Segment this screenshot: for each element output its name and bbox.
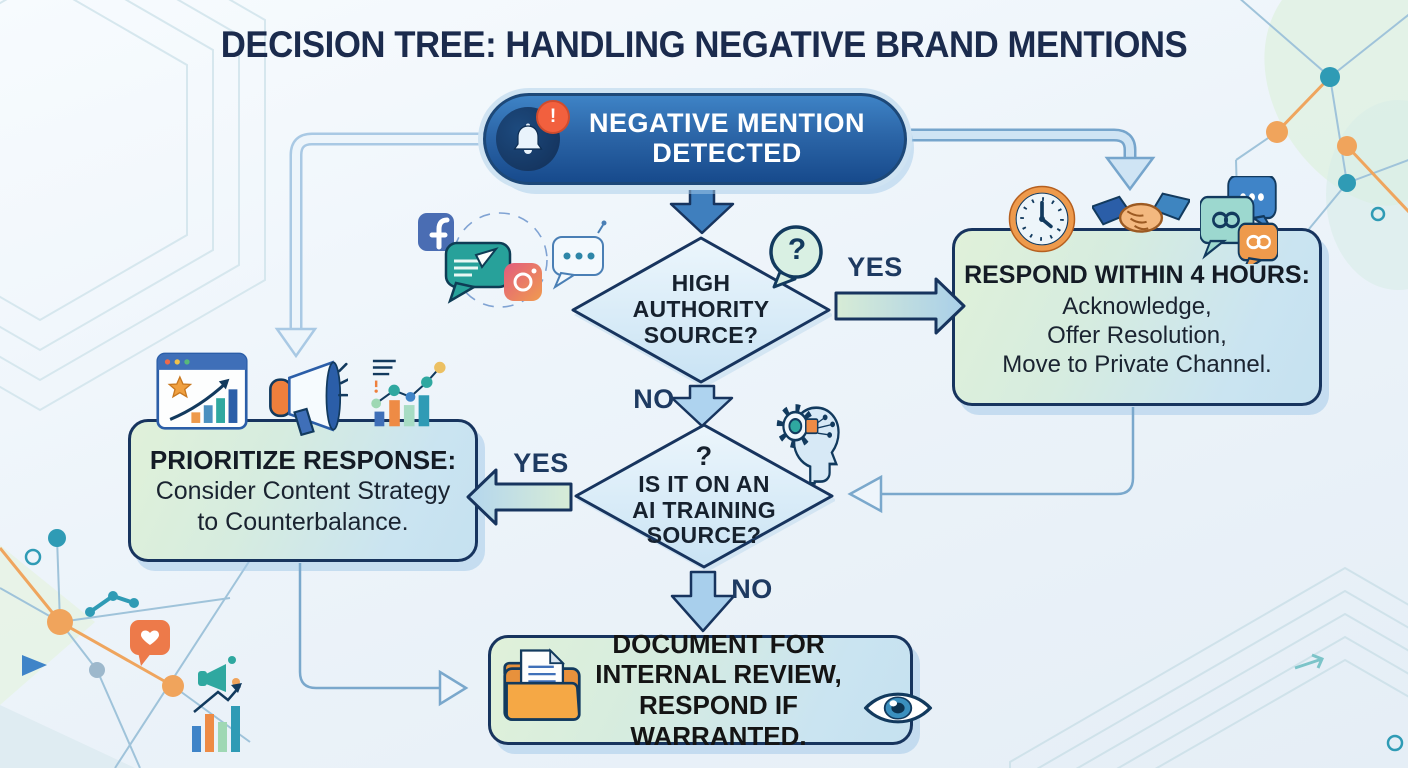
- question-bubble-mark: ?: [787, 233, 807, 266]
- alert-badge-icon: !: [536, 100, 570, 134]
- heart-like-icon: [130, 620, 170, 666]
- edge-label-authority-no: NO: [633, 384, 675, 414]
- network-graph-top-right: [1235, 0, 1408, 253]
- chat-dots-icon: [552, 220, 607, 290]
- handshake-icon: [1092, 192, 1190, 233]
- line-prioritize-to-document: [298, 563, 469, 707]
- authority-line-1: HIGH: [671, 270, 731, 297]
- megaphone-icon: [269, 360, 348, 436]
- decision-authority-label: HIGH AUTHORITY SOURCE?: [570, 235, 832, 385]
- elbow-arrow-left: [274, 132, 486, 359]
- start-node-label: NEGATIVE MENTION DETECTED: [568, 109, 886, 168]
- elbow-arrow-right: [904, 128, 1156, 192]
- chat-compose-icon: [444, 241, 512, 304]
- instagram-icon: [504, 263, 542, 301]
- network-graph-bottom-left: [0, 529, 1404, 768]
- decision-ai-label: ? IS IT ON AN AI TRAINING SOURCE?: [573, 422, 835, 570]
- hexagon-pattern-top-left: [0, 0, 266, 412]
- arrow-ai-no: [670, 570, 736, 633]
- small-arrow-decoration: [22, 655, 47, 676]
- document-line-2: INTERNAL REVIEW,: [595, 659, 842, 690]
- authority-line-2: AUTHORITY: [632, 296, 770, 323]
- star-icon: [167, 375, 193, 399]
- ai-line-2: AI TRAINING: [632, 496, 776, 523]
- ai-head-gear-icon: [776, 404, 840, 485]
- alert-badge-mark: !: [549, 106, 557, 127]
- mini-chart-icon: [192, 683, 242, 752]
- page-title: DECISION TREE: HANDLING NEGATIVE BRAND M…: [220, 24, 1188, 65]
- clock-icon: [1008, 185, 1076, 253]
- browser-growth-icon: [156, 352, 248, 430]
- facebook-icon: [418, 213, 454, 251]
- alert-bell-wrap: !: [496, 100, 570, 171]
- folder-documents-icon: [503, 648, 581, 721]
- orange-link-bubble: [1237, 222, 1278, 264]
- arrow-start-to-authority: [669, 182, 735, 235]
- prioritize-heading: PRIORITIZE RESPONSE:: [149, 444, 457, 475]
- mini-megaphone-icon: [198, 656, 240, 692]
- eye-icon: [863, 692, 933, 724]
- ai-line-1: IS IT ON AN: [638, 470, 770, 497]
- edge-label-authority-yes: YES: [847, 252, 903, 282]
- prioritize-line-2: to Counterbalance.: [197, 507, 409, 536]
- ai-line-3: SOURCE?: [646, 522, 762, 549]
- arrow-authority-yes: [834, 277, 966, 335]
- start-line-2: DETECTED: [652, 138, 802, 168]
- ai-question-mark: ?: [695, 440, 713, 471]
- question-bubble-icon: [769, 225, 823, 289]
- social-media-icons-cluster: [418, 212, 607, 308]
- chat-link-bubbles-icon: [1200, 176, 1278, 264]
- authority-line-3: SOURCE?: [643, 321, 759, 348]
- prioritize-line-1: Consider Content Strategy: [155, 477, 451, 506]
- document-line-3: RESPOND IF WARRANTED.: [630, 690, 807, 751]
- respond-line-2: Offer Resolution,: [1047, 321, 1227, 349]
- analytics-chart-icon: [371, 359, 446, 427]
- feedback-line-respond-to-ai: [847, 407, 1135, 514]
- hexagon-pattern-bottom-right: [1009, 566, 1408, 768]
- respond-line-3: Move to Private Channel.: [1002, 351, 1272, 379]
- edge-label-ai-no: NO: [731, 574, 773, 604]
- arrow-ai-yes: [466, 468, 573, 526]
- arrow-authority-no: [670, 384, 734, 428]
- decision-high-authority-source: HIGH AUTHORITY SOURCE?: [570, 235, 832, 385]
- respond-heading: RESPOND WITHIN 4 HOURS:: [964, 261, 1310, 290]
- share-nodes-icon: [85, 591, 139, 617]
- node-negative-mention-detected: ! NEGATIVE MENTION DETECTED: [483, 93, 907, 185]
- respond-line-1: Acknowledge,: [1062, 292, 1212, 320]
- edge-label-ai-yes: YES: [513, 448, 569, 478]
- start-line-1: NEGATIVE MENTION: [588, 108, 865, 139]
- document-line-1: DOCUMENT FOR: [612, 628, 825, 659]
- decision-ai-training-source: ? IS IT ON AN AI TRAINING SOURCE?: [573, 422, 835, 570]
